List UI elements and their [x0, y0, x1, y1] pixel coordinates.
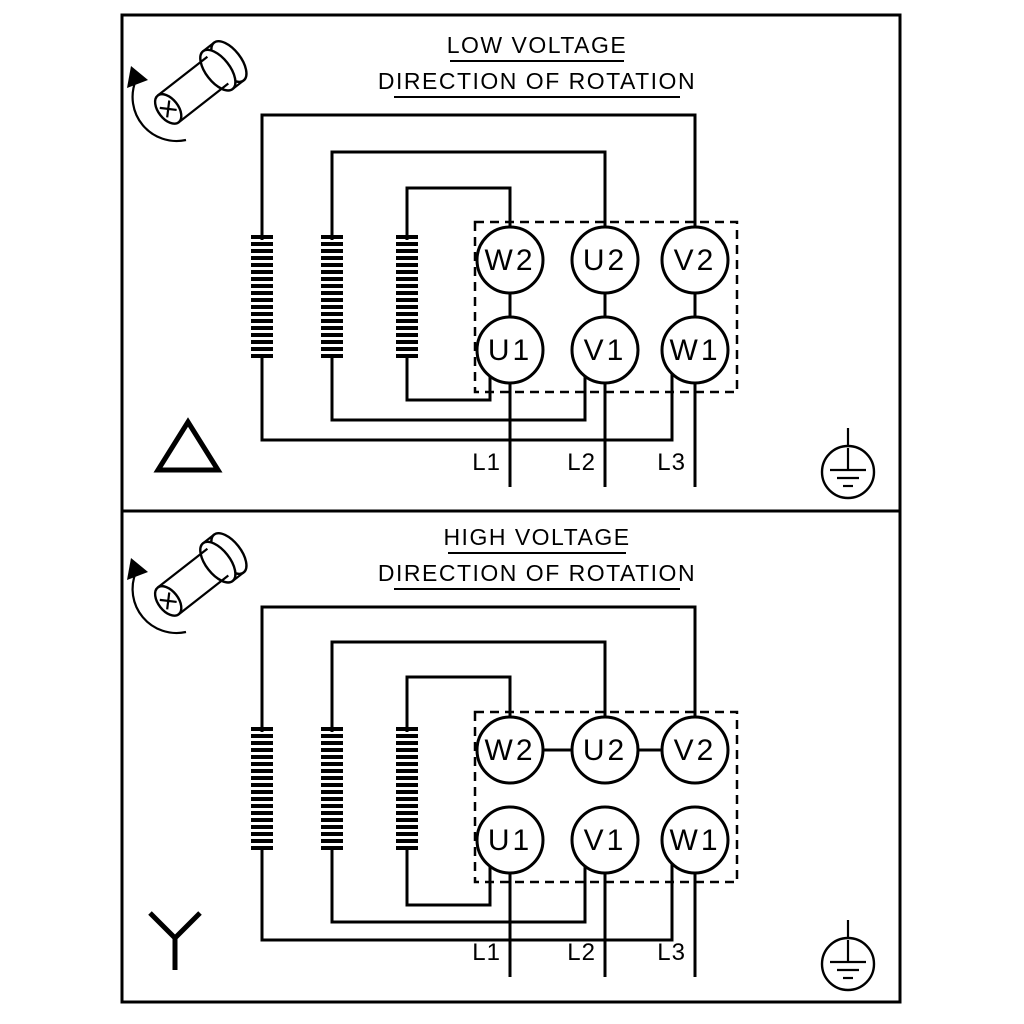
winding-coils [251, 235, 418, 360]
terminal-w1: W1 [660, 805, 730, 875]
wire-coil1-to-w1 [260, 355, 674, 442]
top-wires [260, 605, 697, 750]
wire-coil1-to-w1 [260, 847, 674, 942]
terminal-v2: V2 [660, 715, 730, 785]
wire-coil3-to-w2 [405, 186, 512, 260]
wire-coil1-to-v2 [260, 113, 697, 260]
wire-coil2-to-u2 [330, 640, 607, 750]
terminal-v1-label: V1 [584, 334, 627, 367]
panel-subtitle: DIRECTION OF ROTATION [378, 68, 696, 94]
terminal-board-outline [473, 710, 739, 884]
panel-title: HIGH VOLTAGE [443, 524, 630, 550]
terminal-w2: W2 [475, 715, 545, 785]
shaft-end-cross [159, 100, 177, 118]
star-icon [148, 911, 202, 970]
terminal-w2-label: W2 [485, 244, 536, 277]
line-labels: L1 L2 L3 [472, 449, 686, 476]
terminal-v2: V2 [660, 225, 730, 295]
shaft-icon [153, 40, 248, 125]
ground-icon [820, 920, 876, 992]
panel-header: LOW VOLTAGE DIRECTION OF ROTATION [378, 32, 696, 98]
wire-coil2-to-v1 [330, 355, 587, 422]
outer-border [120, 13, 902, 1004]
terminal-u2: U2 [570, 225, 640, 295]
ground-icon [820, 428, 876, 500]
terminal-board: W2 U2 V2 U1 V1 W1 [473, 220, 739, 394]
panel-header: HIGH VOLTAGE DIRECTION OF ROTATION [378, 524, 696, 590]
wire-coil3-to-u1 [405, 355, 492, 402]
wire-coil1-to-v2 [260, 605, 697, 750]
terminal-v2-label: V2 [674, 734, 717, 767]
winding-coils [251, 727, 418, 852]
terminal-u2: U2 [570, 715, 640, 785]
rotation-arrow-head [127, 66, 148, 88]
panel-title: LOW VOLTAGE [447, 32, 628, 58]
high-voltage-panel: HIGH VOLTAGE DIRECTION OF ROTATION [127, 524, 876, 992]
terminal-w1: W1 [660, 315, 730, 385]
terminal-w2: W2 [475, 225, 545, 295]
wire-coil2-to-u2 [330, 150, 607, 260]
shaft-rotation-icon [127, 40, 248, 143]
delta-icon [153, 417, 223, 473]
low-voltage-panel: LOW VOLTAGE DIRECTION OF ROTATION [127, 32, 876, 500]
label-l2: L2 [567, 939, 596, 966]
rotation-arrow-icon [131, 571, 187, 635]
wire-coil3-to-u1 [405, 847, 492, 907]
terminal-board: W2 U2 V2 U1 V1 W1 [473, 710, 739, 884]
terminal-u2-label: U2 [583, 734, 627, 767]
terminal-v1-label: V1 [584, 824, 627, 857]
label-l3: L3 [657, 939, 686, 966]
label-l1: L1 [472, 449, 501, 476]
wire-coil3-to-w2 [405, 675, 512, 750]
line-labels: L1 L2 L3 [472, 939, 686, 966]
terminal-u1-label: U1 [488, 334, 532, 367]
terminal-v2-label: V2 [674, 244, 717, 277]
shaft-rotation-icon [127, 532, 248, 635]
top-wires [260, 113, 697, 260]
terminal-v1: V1 [570, 315, 640, 385]
terminal-w1-label: W1 [670, 824, 721, 857]
terminal-u1: U1 [475, 315, 545, 385]
terminal-u1-label: U1 [488, 824, 532, 857]
terminal-u2-label: U2 [583, 244, 627, 277]
terminal-board-outline [473, 220, 739, 394]
terminal-u1: U1 [475, 805, 545, 875]
terminal-v1: V1 [570, 805, 640, 875]
label-l1: L1 [472, 939, 501, 966]
wire-coil2-to-v1 [330, 847, 587, 924]
label-l3: L3 [657, 449, 686, 476]
rotation-arrow-head [127, 558, 148, 580]
panel-subtitle: DIRECTION OF ROTATION [378, 560, 696, 586]
bottom-wires [260, 355, 674, 442]
label-l2: L2 [567, 449, 596, 476]
rotation-arrow-icon [131, 79, 187, 143]
shaft-icon [153, 532, 248, 617]
shaft-end-cross [159, 592, 177, 610]
terminal-w1-label: W1 [670, 334, 721, 367]
terminal-w2-label: W2 [485, 734, 536, 767]
diagram-frame [120, 13, 902, 1004]
